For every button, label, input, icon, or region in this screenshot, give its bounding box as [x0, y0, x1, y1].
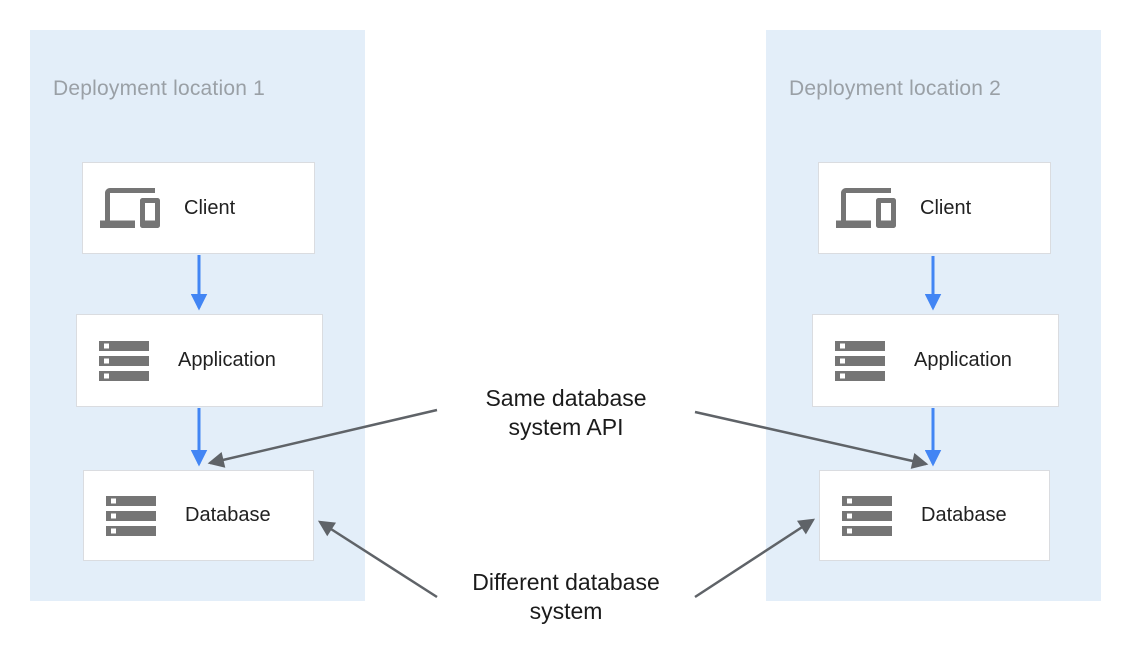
node-label: Client — [920, 196, 972, 219]
annotation-line: Different database — [472, 569, 660, 595]
deployment-panel-1: Deployment location 1 Client Application… — [30, 30, 365, 601]
storage-icon — [830, 331, 890, 391]
annotation-different-database-system: Different database system — [472, 568, 660, 626]
storage-icon — [837, 486, 897, 546]
storage-icon — [101, 486, 161, 546]
storage-icon — [94, 331, 154, 391]
deployment-panel-2: Deployment location 2 Client Application… — [766, 30, 1101, 601]
node-database: Database — [819, 470, 1050, 561]
annotation-line: Same database — [485, 385, 647, 411]
node-application: Application — [812, 314, 1059, 407]
node-database: Database — [83, 470, 314, 561]
panel-title: Deployment location 2 — [789, 77, 1001, 100]
annotation-line: system — [529, 598, 603, 624]
node-label: Application — [178, 349, 276, 371]
node-label: Database — [921, 504, 1007, 526]
annotation-same-database-api: Same database system API — [485, 384, 646, 442]
node-client: Client — [82, 162, 315, 254]
panel-title: Deployment location 1 — [53, 77, 265, 100]
devices-icon — [100, 178, 160, 238]
node-label: Database — [185, 504, 271, 526]
node-client: Client — [818, 162, 1051, 254]
annotation-line: system API — [508, 414, 624, 440]
devices-icon — [836, 178, 896, 238]
node-label: Client — [184, 196, 236, 219]
node-label: Application — [914, 349, 1012, 371]
node-application: Application — [76, 314, 323, 407]
